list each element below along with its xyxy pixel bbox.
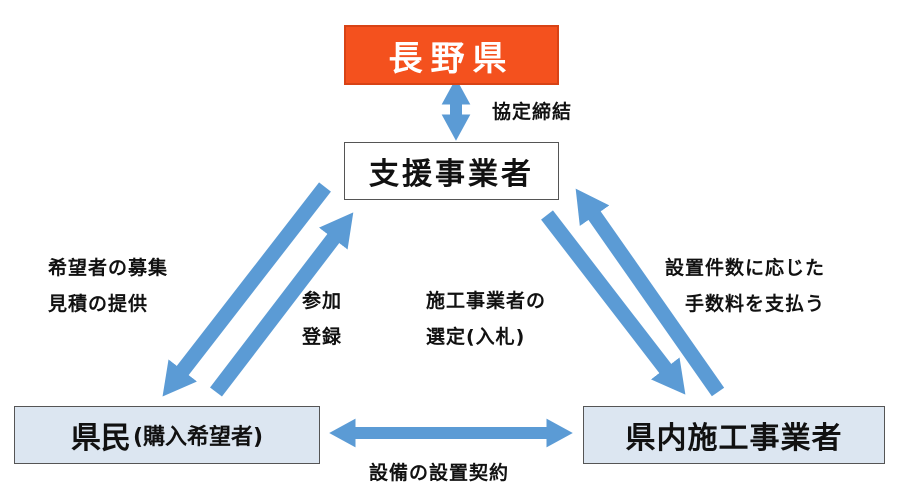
support-operator-node: 支援事業者	[344, 142, 559, 200]
residents-sublabel: (購入希望者)	[132, 425, 264, 450]
participate-label-line2: 登録	[302, 326, 343, 348]
fee-label-line1: 設置件数に応じた	[665, 257, 826, 279]
residents-node: 県民(購入希望者)	[14, 406, 320, 464]
prefecture-label: 長野県	[388, 38, 515, 79]
select-label-line1: 施工事業者の	[426, 290, 547, 312]
contract-label: 設備の設置契約	[369, 462, 510, 484]
contractors-label: 県内施工事業者	[625, 421, 843, 456]
contractors-node: 県内施工事業者	[583, 406, 885, 464]
select-label-line2: 選定(入札)	[426, 326, 526, 348]
fee-label-line2: 手数料を支払う	[685, 293, 826, 315]
select-label: 施工事業者の 選定(入札)	[426, 283, 546, 355]
recruit-label: 希望者の募集 見積の提供	[48, 250, 168, 322]
prefecture-node: 長野県	[344, 25, 559, 85]
residents-label: 県民	[70, 421, 131, 456]
support-operator-label: 支援事業者	[369, 157, 534, 192]
fee-label: 設置件数に応じた 手数料を支払う	[665, 250, 825, 322]
participate-arrow	[210, 212, 354, 397]
recruit-label-line1: 希望者の募集	[48, 257, 169, 279]
recruit-arrow	[162, 182, 331, 397]
fee-arrow	[575, 188, 725, 397]
agreement-label: 協定締結	[492, 101, 573, 123]
participate-label: 参加 登録	[302, 283, 342, 355]
recruit-label-line2: 見積の提供	[48, 293, 149, 315]
participate-label-line1: 参加	[302, 290, 343, 312]
select-arrow	[541, 210, 686, 395]
